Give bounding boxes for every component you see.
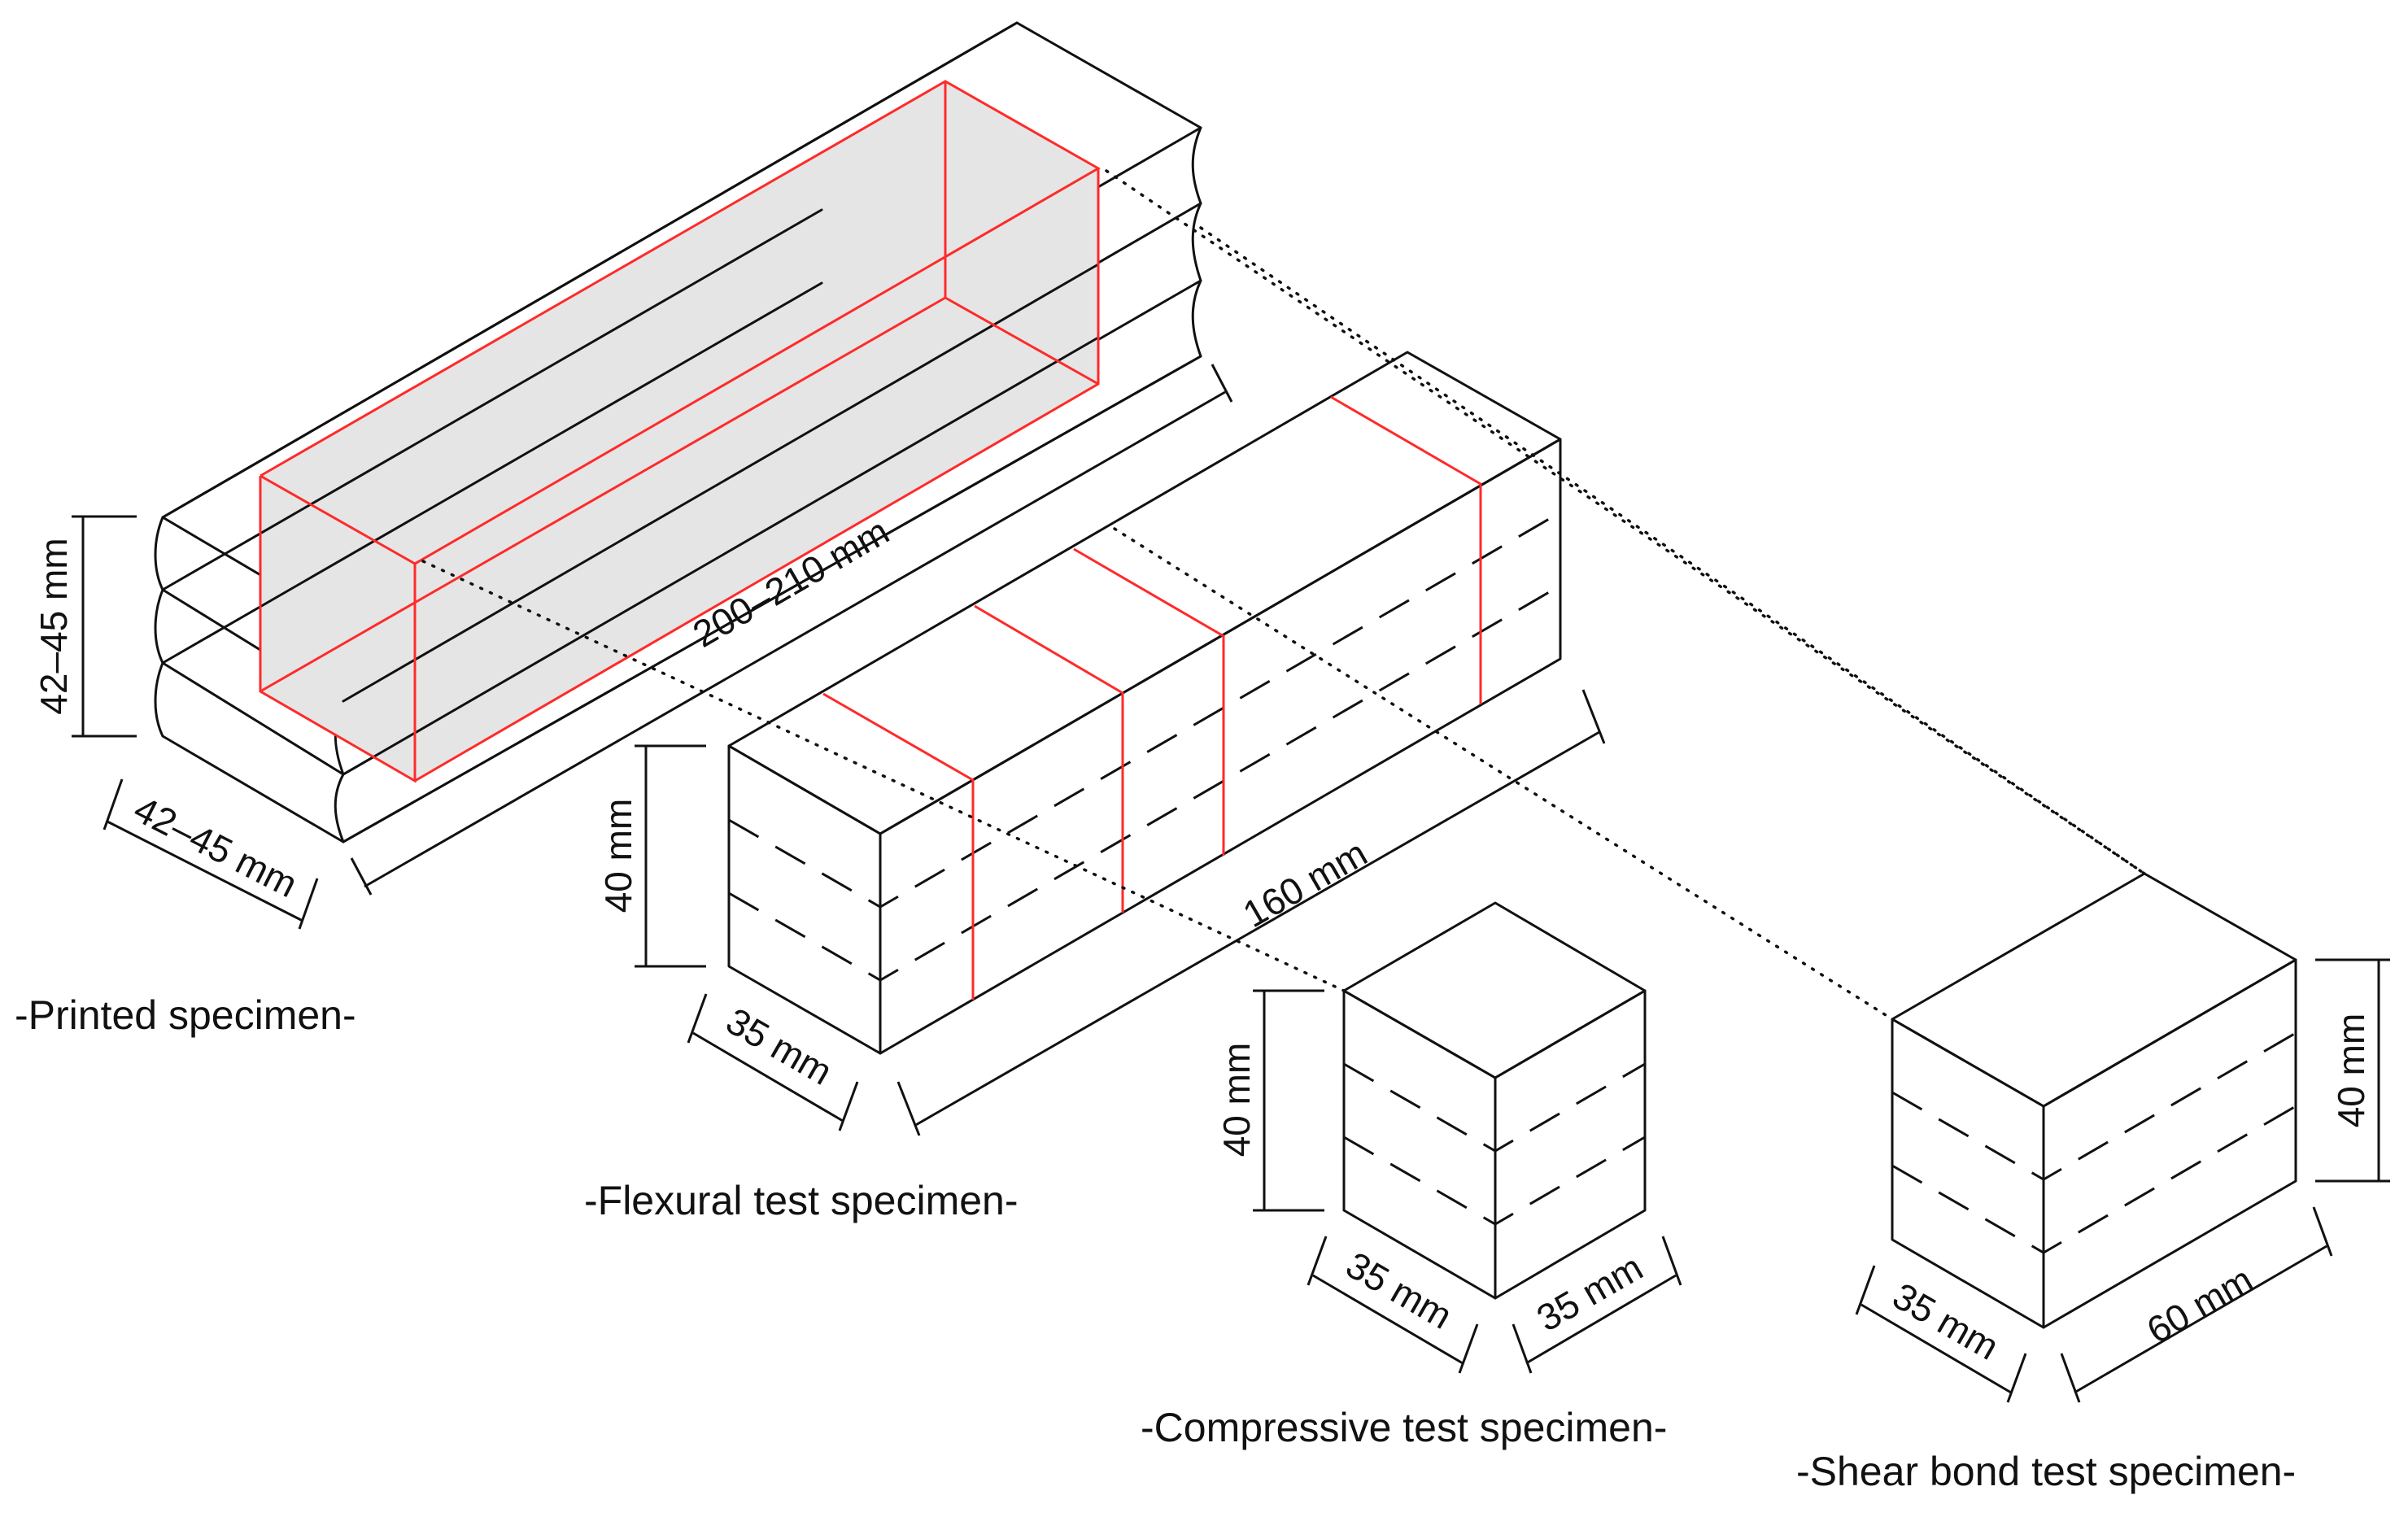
printed-inner-line-b — [161, 281, 823, 665]
compressive-layer-upper — [1343, 1062, 1646, 1153]
compressive-width-label: 35 mm — [1339, 1243, 1459, 1336]
printed-inner-line-a — [161, 208, 823, 591]
compressive-height-dimension: 40 mm — [1215, 989, 1324, 1212]
shear-height-label: 40 mm — [2330, 1014, 2372, 1128]
compressive-specimen — [1342, 901, 1647, 1300]
printed-width-dimension: 42–45 mm — [103, 778, 319, 930]
printed-right-face — [342, 126, 1202, 844]
projection-lines — [421, 169, 2146, 1021]
printed-layer-line-lower-overlay — [342, 336, 1100, 776]
compressive-height-label: 40 mm — [1215, 1043, 1258, 1157]
printed-extracted-region — [260, 81, 1098, 781]
printed-cut-outline — [259, 80, 1101, 783]
shear-layer-lower — [1891, 1105, 2297, 1254]
printed-caption: -Printed specimen- — [15, 992, 356, 1038]
compressive-caption: -Compressive test specimen- — [1141, 1405, 1667, 1450]
flexural-cut-lines — [822, 395, 1482, 1000]
projection-line-shear-top — [1105, 169, 2146, 875]
compressive-top-face — [1342, 901, 1647, 1079]
printed-edge-back-top — [161, 21, 1019, 519]
compressive-width-dimension: 35 mm — [1307, 1236, 1479, 1374]
flexural-layer-upper — [728, 511, 1561, 909]
shear-specimen — [1891, 872, 2297, 1329]
flexural-length-label: 160 mm — [1236, 831, 1374, 935]
shear-length-dimension: 60 mm — [2060, 1206, 2333, 1403]
flexural-specimen — [727, 351, 1562, 1055]
projection-line-compressive — [421, 560, 1346, 992]
projection-line-shear-upper — [1199, 226, 2146, 875]
flexural-caption: -Flexural test specimen- — [584, 1178, 1019, 1223]
shear-width-dimension: 35 mm — [1855, 1265, 2027, 1403]
flexural-width-label: 35 mm — [719, 999, 840, 1092]
printed-height-dimension: 42–45 mm — [33, 515, 137, 738]
shear-right-face — [2042, 958, 2297, 1329]
shear-top-face — [1891, 872, 2297, 1108]
shear-caption: -Shear bond test specimen- — [1796, 1449, 2296, 1494]
printed-layer-line-upper-overlay — [342, 263, 1100, 703]
flexural-layer-lower — [728, 584, 1561, 982]
shear-length-label: 60 mm — [2140, 1258, 2260, 1351]
shear-height-dimension: 40 mm — [2315, 958, 2390, 1183]
compressive-depth-dimension: 35 mm — [1512, 1236, 1682, 1374]
shear-layer-upper — [1891, 1031, 2297, 1181]
flexural-height-dimension: 40 mm — [597, 744, 706, 968]
flexural-height-label: 40 mm — [597, 799, 639, 913]
compressive-layer-lower — [1343, 1136, 1646, 1226]
projection-line-shear-front — [1113, 527, 1894, 1021]
printed-height-label: 42–45 mm — [33, 538, 75, 714]
flexural-width-dimension: 35 mm — [687, 993, 859, 1131]
printed-specimen — [154, 21, 1202, 844]
